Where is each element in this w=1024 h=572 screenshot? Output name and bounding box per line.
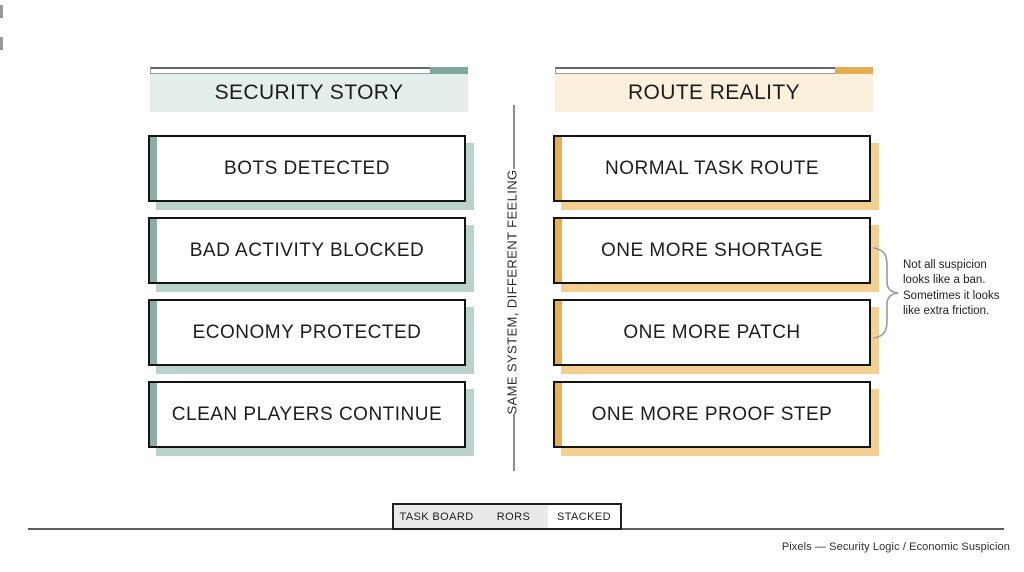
tab-rors[interactable]: RORS — [479, 503, 550, 530]
security-box-bots-detected: BOTS DETECTED — [148, 135, 466, 202]
security-story-title: SECURITY STORY — [214, 81, 404, 104]
tab-label: TASK BOARD — [399, 510, 474, 523]
tab-task-board[interactable]: TASK BOARD — [392, 503, 481, 530]
teal-accent-bar — [150, 219, 157, 282]
box-label: ONE MORE SHORTAGE — [600, 239, 824, 261]
screen-edge-artifact — [0, 5, 3, 18]
box-label: CLEAN PLAYERS CONTINUE — [171, 403, 443, 425]
route-box-one-more-patch: ONE MORE PATCH — [553, 299, 871, 366]
security-column-top-strip — [150, 67, 468, 74]
route-reality-header: ROUTE REALITY — [555, 74, 873, 112]
route-box-one-more-proof-step: ONE MORE PROOF STEP — [553, 381, 871, 448]
security-box-bad-activity-blocked: BAD ACTIVITY BLOCKED — [148, 217, 466, 284]
teal-accent-bar — [150, 383, 157, 446]
tab-label: RORS — [496, 510, 531, 523]
orange-accent-bar — [555, 383, 562, 446]
box-label: ONE MORE PATCH — [623, 321, 801, 343]
divider-line-top — [513, 105, 515, 169]
route-box-normal-task-route: NORMAL TASK ROUTE — [553, 135, 871, 202]
tab-stacked[interactable]: STACKED — [548, 503, 622, 530]
security-box-economy-protected: ECONOMY PROTECTED — [148, 299, 466, 366]
suspicion-annotation: Not all suspicion looks like a ban. Some… — [903, 259, 1000, 318]
footer-caption: Pixels — Security Logic / Economic Suspi… — [781, 541, 1010, 553]
orange-accent-bar — [555, 219, 562, 282]
teal-accent-segment — [430, 67, 468, 74]
orange-accent-segment — [835, 67, 873, 74]
teal-accent-bar — [150, 137, 157, 200]
screen-edge-artifact — [0, 37, 3, 50]
curly-brace-icon — [873, 247, 899, 339]
route-box-one-more-shortage: ONE MORE SHORTAGE — [553, 217, 871, 284]
tab-label: STACKED — [557, 510, 611, 523]
box-label: ECONOMY PROTECTED — [192, 321, 422, 343]
teal-accent-bar — [150, 301, 157, 364]
box-label: BAD ACTIVITY BLOCKED — [189, 239, 425, 261]
route-reality-title: ROUTE REALITY — [627, 81, 801, 104]
divider-line-bottom — [513, 414, 515, 471]
route-column-top-strip — [555, 67, 873, 74]
orange-accent-bar — [555, 137, 562, 200]
box-label: NORMAL TASK ROUTE — [604, 157, 819, 179]
orange-accent-bar — [555, 301, 562, 364]
box-label: BOTS DETECTED — [224, 157, 390, 179]
security-box-clean-players-continue: CLEAN PLAYERS CONTINUE — [148, 381, 466, 448]
divider-label: SAME SYSTEM, DIFFERENT FEELING — [504, 169, 520, 415]
box-label: ONE MORE PROOF STEP — [591, 403, 833, 425]
security-story-header: SECURITY STORY — [150, 74, 468, 112]
